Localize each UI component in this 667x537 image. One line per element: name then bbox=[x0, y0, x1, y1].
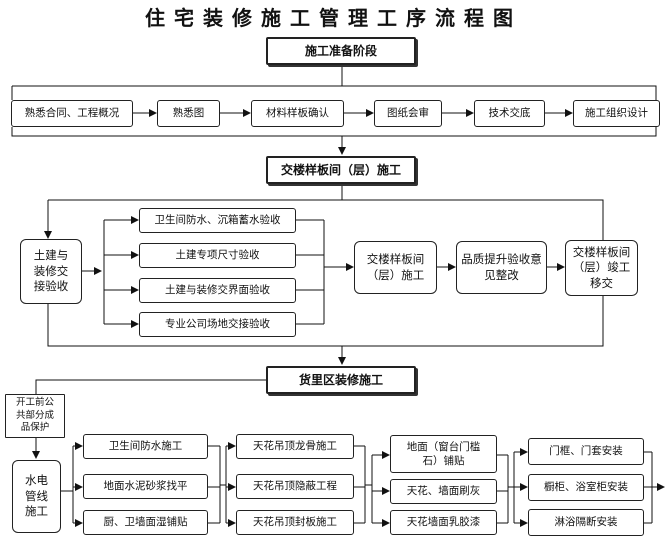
handover-acceptance-box: 土建与装修交接验收 bbox=[20, 239, 82, 304]
diagram-title: 住宅装修施工管理工序流程图 bbox=[145, 6, 522, 30]
check-dimensions: 土建专项尺寸验收 bbox=[139, 243, 296, 268]
col4-item-cabinets: 橱柜、浴室柜安装 bbox=[528, 474, 644, 501]
stage-preparation: 施工准备阶段 bbox=[266, 37, 416, 65]
prep-step-drawings: 熟悉图 bbox=[157, 100, 220, 127]
col3-item-plaster: 天花、墙面刷灰 bbox=[390, 479, 497, 504]
check-interface: 土建与装修交界面验收 bbox=[139, 278, 296, 303]
prep-step-contract: 熟悉合同、工程概况 bbox=[11, 100, 133, 127]
sample-completion-box: 交楼样板间（层）竣工移交 bbox=[565, 240, 638, 296]
col2-item-board: 天花吊顶封板施工 bbox=[236, 510, 354, 535]
prep-step-material-samples: 材料样板确认 bbox=[251, 100, 344, 127]
col2-item-concealed: 天花吊顶隐蔽工程 bbox=[236, 474, 354, 499]
col2-item-keel: 天花吊顶龙骨施工 bbox=[236, 434, 354, 459]
col3-item-floor: 地面（窗台门槛石）铺贴 bbox=[390, 435, 497, 473]
check-waterproof: 卫生间防水、沉箱蓄水验收 bbox=[139, 208, 296, 233]
col4-item-shower: 淋浴隔断安装 bbox=[528, 509, 644, 536]
sample-construction-box: 交楼样板间（层）施工 bbox=[354, 241, 437, 294]
prep-step-drawing-review: 图纸会审 bbox=[374, 100, 442, 127]
quality-rectification-box: 品质提升验收意见整改 bbox=[456, 241, 547, 294]
prep-step-technical-briefing: 技术交底 bbox=[474, 100, 545, 127]
col3-item-paint: 天花墙面乳胶漆 bbox=[390, 510, 497, 535]
stage-sample-room: 交楼样板间（层）施工 bbox=[266, 156, 416, 184]
water-electric-box: 水电管线施工 bbox=[12, 460, 61, 533]
col1-item-leveling: 地面水泥砂浆找平 bbox=[83, 474, 208, 499]
col1-item-waterproof: 卫生间防水施工 bbox=[83, 434, 208, 459]
protection-note-box: 开工前公共部分成品保护 bbox=[5, 394, 65, 438]
check-site-handover: 专业公司场地交接验收 bbox=[139, 312, 296, 337]
col4-item-door-frame: 门框、门套安装 bbox=[528, 438, 644, 465]
col1-item-tiling: 厨、卫墙面湿铺贴 bbox=[83, 510, 208, 535]
stage-cargo-area: 货里区装修施工 bbox=[266, 366, 416, 394]
prep-step-construction-plan: 施工组织设计 bbox=[573, 100, 660, 127]
